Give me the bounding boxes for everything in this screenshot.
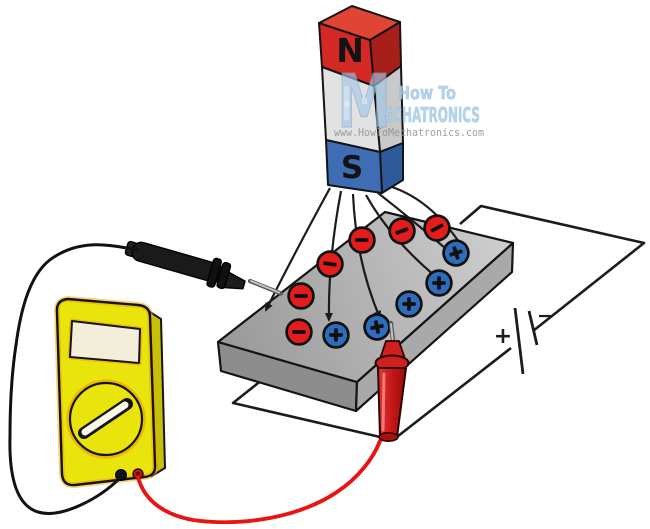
black-probe	[124, 240, 284, 296]
red-probe-highlight	[381, 372, 386, 432]
watermark-logo-texture-2	[362, 98, 367, 104]
red-probe	[374, 320, 410, 442]
negative-charge	[348, 226, 376, 254]
multimeter-knob-slot	[81, 401, 129, 436]
plus-symbol	[334, 328, 338, 342]
multimeter-dial-glow	[66, 379, 146, 459]
positive-charge	[425, 269, 453, 297]
minus-symbol	[395, 227, 409, 235]
field-line	[265, 187, 331, 312]
watermark-logo-texture	[344, 86, 349, 120]
multimeter-display	[69, 320, 141, 364]
battery-long-plate	[513, 307, 525, 375]
negative-charge	[285, 318, 313, 346]
plus-symbol	[373, 320, 381, 334]
charge-carriers	[285, 214, 470, 349]
magnet-north-label: N	[336, 31, 364, 70]
positive-charge	[363, 313, 391, 341]
minus-terminal-label: −	[537, 305, 553, 327]
multimeter	[53, 295, 167, 489]
field-line	[377, 192, 446, 249]
watermark-mechatronics: ECHATRONICS	[385, 103, 480, 127]
negative-charge	[423, 214, 451, 242]
minus-symbol	[294, 294, 308, 298]
plus-symbol	[407, 297, 411, 311]
watermark-logo-texture-3	[344, 101, 350, 107]
watermark-url: www.HowToMechatronics.com	[334, 127, 484, 139]
black-probe-needle	[250, 280, 280, 294]
magnet-top-face	[318, 5, 401, 41]
plus-symbol	[452, 246, 460, 260]
positive-charge	[442, 239, 470, 267]
magnet-south-side-face	[379, 142, 404, 194]
watermark-logo-m: M	[337, 59, 391, 145]
minus-symbol	[292, 330, 306, 334]
negative-charge	[388, 217, 416, 245]
red-wire	[136, 439, 382, 525]
plus-symbol	[437, 276, 441, 290]
negative-charge	[287, 282, 315, 310]
black-probe-cone	[223, 271, 246, 290]
battery-short-plate	[527, 310, 539, 346]
magnet-south-label: S	[341, 150, 363, 186]
minus-symbol	[430, 223, 444, 233]
magnet-south-pole	[325, 139, 383, 194]
minus-symbol	[355, 238, 369, 242]
bar-magnet: N S	[318, 5, 404, 194]
battery-symbol: + −	[494, 305, 553, 375]
minus-symbol	[323, 261, 337, 267]
watermark-howto: How To	[398, 84, 456, 104]
red-probe-bottom-cap	[378, 432, 399, 442]
black-probe-collar	[206, 257, 222, 288]
red-jack-hole	[136, 472, 140, 476]
black-wire	[8, 243, 139, 515]
multimeter-body-outline	[55, 297, 157, 487]
watermark: M How To ECHATRONICS www.HowToMechatroni…	[334, 59, 484, 146]
field-line	[391, 185, 460, 243]
plus-terminal-label: +	[494, 324, 512, 349]
negative-charge	[316, 250, 344, 278]
field-line	[351, 193, 382, 320]
positive-charge	[322, 321, 350, 349]
positive-charge	[395, 290, 423, 318]
